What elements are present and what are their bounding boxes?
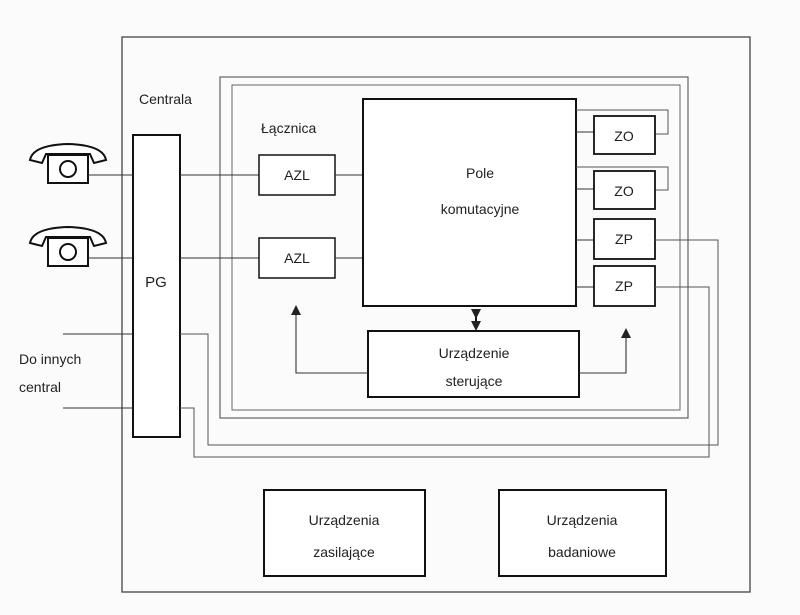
pole-label-line2: komutacyjne: [441, 201, 520, 217]
lacznica-frame-outer: [219, 76, 689, 419]
zasilajace-label-line1: Urządzenia: [309, 512, 380, 528]
centrala-frame: [121, 36, 751, 593]
lacznica-frame-inner: [231, 84, 681, 411]
pole-label-line1: Pole: [466, 165, 494, 181]
pole-komutacyjne-block: [362, 98, 577, 307]
lacznica-label: Łącznica: [261, 120, 316, 136]
azl-bottom-label: AZL: [284, 250, 310, 266]
urzadzenia-zasilajace-block: [263, 489, 426, 577]
zo-bottom-label: ZO: [614, 183, 634, 199]
zo-bottom-block: [593, 170, 656, 210]
centrala-label: Centrala: [139, 91, 192, 107]
urzadzenie-sterujace-block: [367, 330, 580, 398]
zp-bottom-block: [593, 265, 656, 307]
azl-top-label: AZL: [284, 167, 310, 183]
do-innych-label-line2: central: [19, 379, 61, 395]
zasilajace-label-line2: zasilające: [313, 544, 375, 560]
do-innych-label-line1: Do innych: [19, 351, 81, 367]
badaniowe-label-line1: Urządzenia: [547, 512, 618, 528]
pg-block: [132, 134, 181, 438]
pg-label: PG: [145, 274, 167, 291]
badaniowe-label-line2: badaniowe: [548, 544, 616, 560]
urzadzenia-badaniowe-block: [498, 489, 667, 577]
zo-top-block: [593, 115, 656, 155]
telephone-top-icon: [28, 142, 108, 184]
zp-bottom-label: ZP: [615, 278, 633, 294]
telephone-bottom-icon: [28, 225, 108, 267]
zp-top-block: [593, 218, 656, 260]
zo-top-label: ZO: [614, 128, 634, 144]
zp-top-label: ZP: [615, 231, 633, 247]
sterujace-label-line2: sterujące: [446, 373, 503, 389]
sterujace-label-line1: Urządzenie: [439, 345, 510, 361]
